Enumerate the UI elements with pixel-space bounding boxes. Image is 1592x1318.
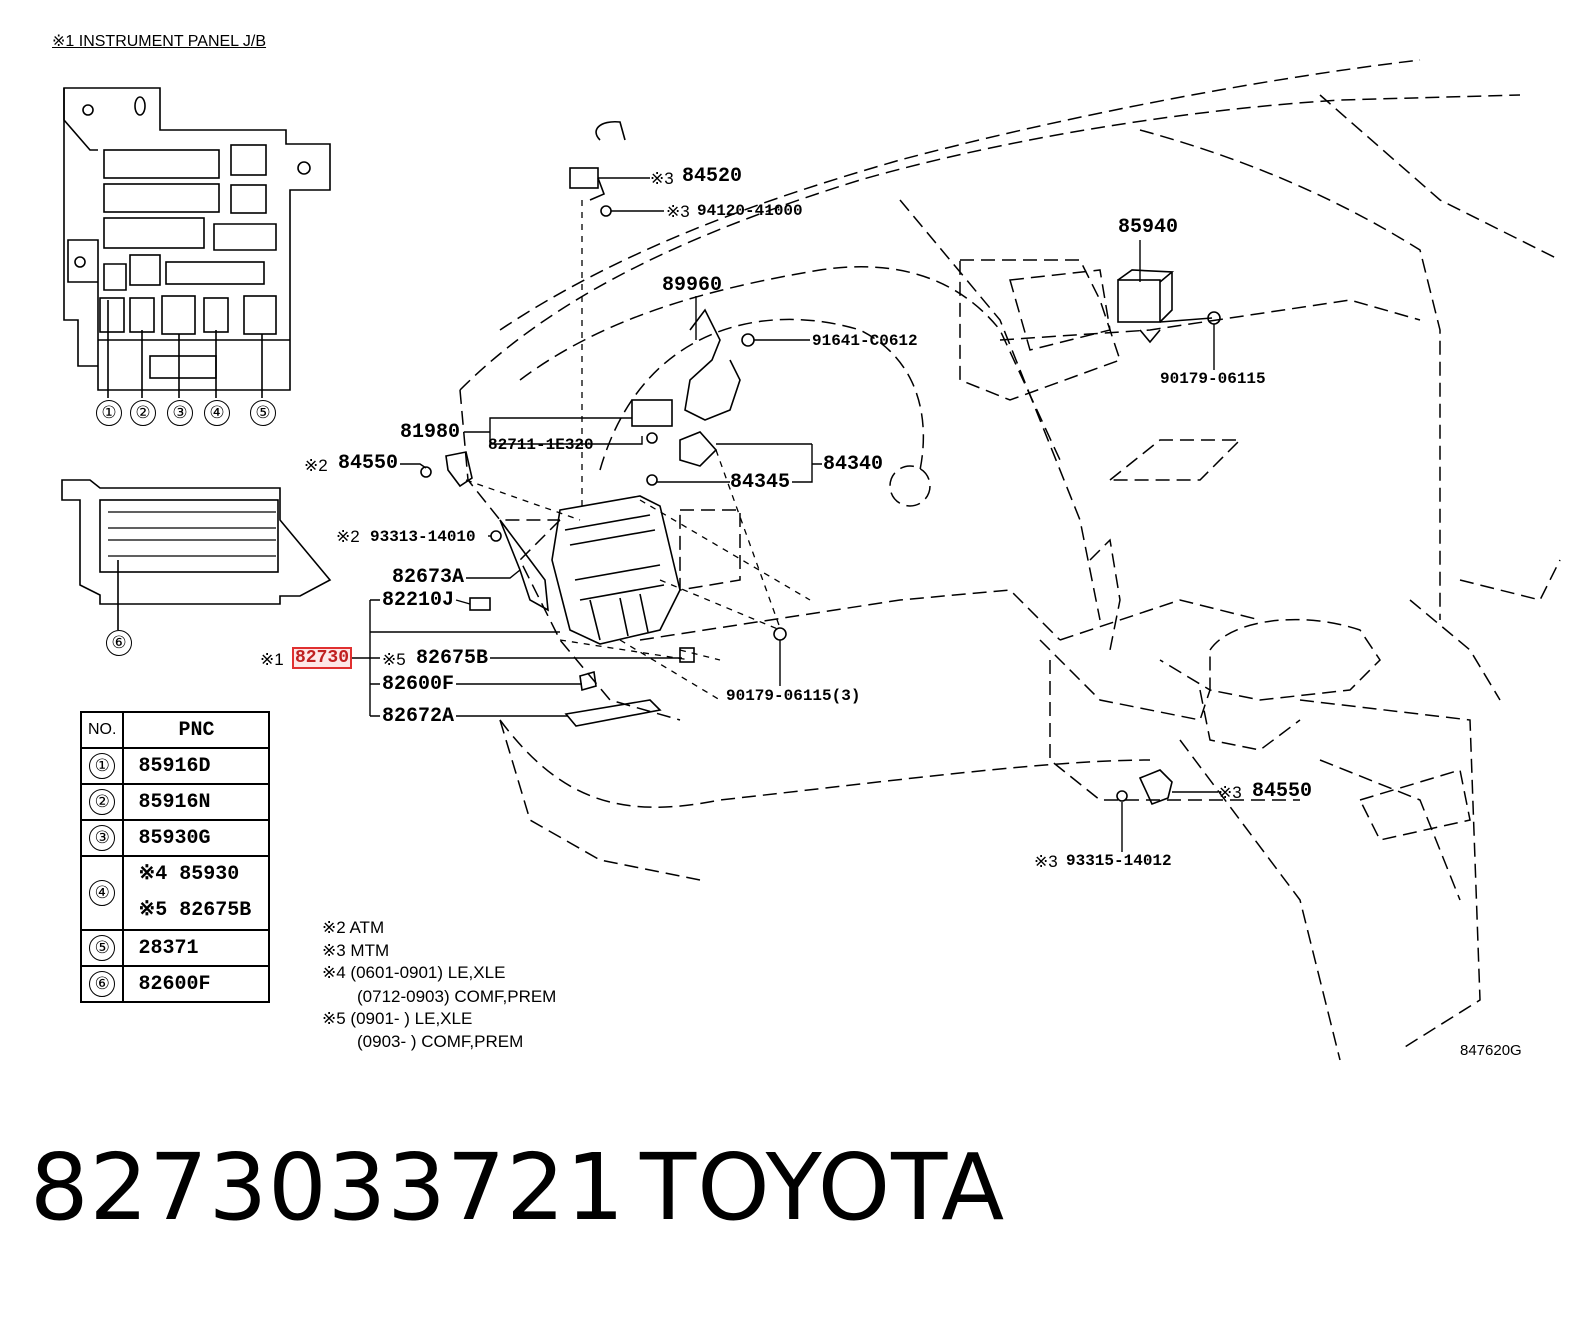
table-row: ⑥ 82600F (79, 965, 271, 1003)
label-84340: 84340 (823, 453, 884, 476)
table-row: ④ ※4 85930 ※5 82675B (79, 855, 271, 931)
label-82210J: 82210J (382, 589, 455, 612)
figure-id: 847620G (1460, 1042, 1522, 1059)
label-84550-left: 84550 (338, 452, 399, 475)
label-82730-highlighted[interactable]: 82730 (292, 647, 353, 669)
header-pnc: PNC (122, 711, 271, 749)
row-no: ② (89, 789, 116, 815)
label-91641: 91641-C0612 (812, 332, 918, 350)
row-pnc: 28371 (122, 929, 271, 967)
label-82675B: 82675B (416, 647, 489, 670)
callout-2: ② (130, 400, 156, 426)
note-5a: ※5 (0901- ) LE,XLE (322, 1009, 473, 1028)
table-row: ③ 85930G (79, 819, 271, 857)
note-mtm: ※3 MTM (322, 941, 390, 960)
note-5b: (0903- ) COMF,PREM (357, 1032, 524, 1051)
label-82673A: 82673A (392, 566, 465, 589)
label-84550-left-mark: ※2 (304, 456, 328, 475)
row-no: ③ (89, 825, 116, 851)
row-no: ④ (89, 880, 116, 906)
row-pnc: 85916N (122, 783, 271, 821)
label-90179-b: 90179-06115(3) (726, 687, 861, 705)
table-row: ⑤ 28371 (79, 929, 271, 967)
dashboard-outline (459, 59, 1561, 1061)
table-header-row: NO. PNC (79, 711, 271, 749)
label-93313: 93313-14010 (370, 528, 476, 546)
callout-4: ④ (204, 400, 230, 426)
label-82675B-mark: ※5 (382, 650, 406, 669)
label-90179-a: 90179-06115 (1160, 370, 1266, 388)
label-84520: 84520 (682, 165, 743, 188)
row-pnc: 85916D (122, 747, 271, 785)
part-number: 8273033721 (30, 1134, 626, 1241)
callout-6: ⑥ (106, 630, 132, 656)
leader-lines (352, 177, 1218, 852)
label-93315: 93315-14012 (1066, 852, 1172, 870)
note-atm: ※2 ATM (322, 918, 385, 937)
table-row: ① 85916D (79, 747, 271, 785)
row-pnc-a: ※4 85930 (138, 863, 240, 886)
label-93313-mark: ※2 (336, 527, 360, 546)
label-85940: 85940 (1118, 216, 1179, 239)
page-title: ※1 INSTRUMENT PANEL J/B (52, 33, 267, 50)
brand-name: TOYOTA (640, 1134, 1006, 1241)
row-pnc-b: ※5 82675B (138, 899, 252, 922)
pnc-table: NO. PNC ① 85916D ② 85916N ③ 85930G ④ ※4 … (79, 711, 271, 1003)
label-82600F: 82600F (382, 673, 455, 696)
label-82730-mark: ※1 (260, 650, 284, 669)
junction-block-drawing (63, 87, 331, 398)
label-94120: 94120-41000 (697, 202, 803, 220)
callout-5: ⑤ (250, 400, 276, 426)
label-82711: 82711-1E320 (488, 436, 594, 454)
label-84550-right: 84550 (1252, 780, 1313, 803)
label-84520-mark: ※3 (650, 169, 674, 188)
note-4a: ※4 (0601-0901) LE,XLE (322, 963, 506, 982)
label-89960: 89960 (662, 274, 723, 297)
dashed-guides (465, 200, 811, 701)
label-84345: 84345 (730, 471, 791, 494)
row-pnc: 82600F (122, 965, 271, 1003)
callout-1: ① (96, 400, 122, 426)
label-94120-mark: ※3 (666, 202, 690, 221)
note-4b: (0712-0903) COMF,PREM (357, 987, 557, 1006)
junction-block-side-drawing (61, 479, 332, 630)
label-93315-mark: ※3 (1034, 852, 1058, 871)
part-shapes (420, 120, 1221, 806)
callout-3: ③ (167, 400, 193, 426)
table-row: ② 85916N (79, 783, 271, 821)
label-82672A: 82672A (382, 705, 455, 728)
label-81980: 81980 (400, 421, 461, 444)
row-no: ⑥ (89, 971, 116, 997)
row-no: ① (89, 753, 116, 779)
row-pnc: 85930G (122, 819, 271, 857)
row-no: ⑤ (89, 935, 116, 961)
header-no: NO. (79, 711, 125, 749)
label-84550-right-mark: ※3 (1218, 783, 1242, 802)
